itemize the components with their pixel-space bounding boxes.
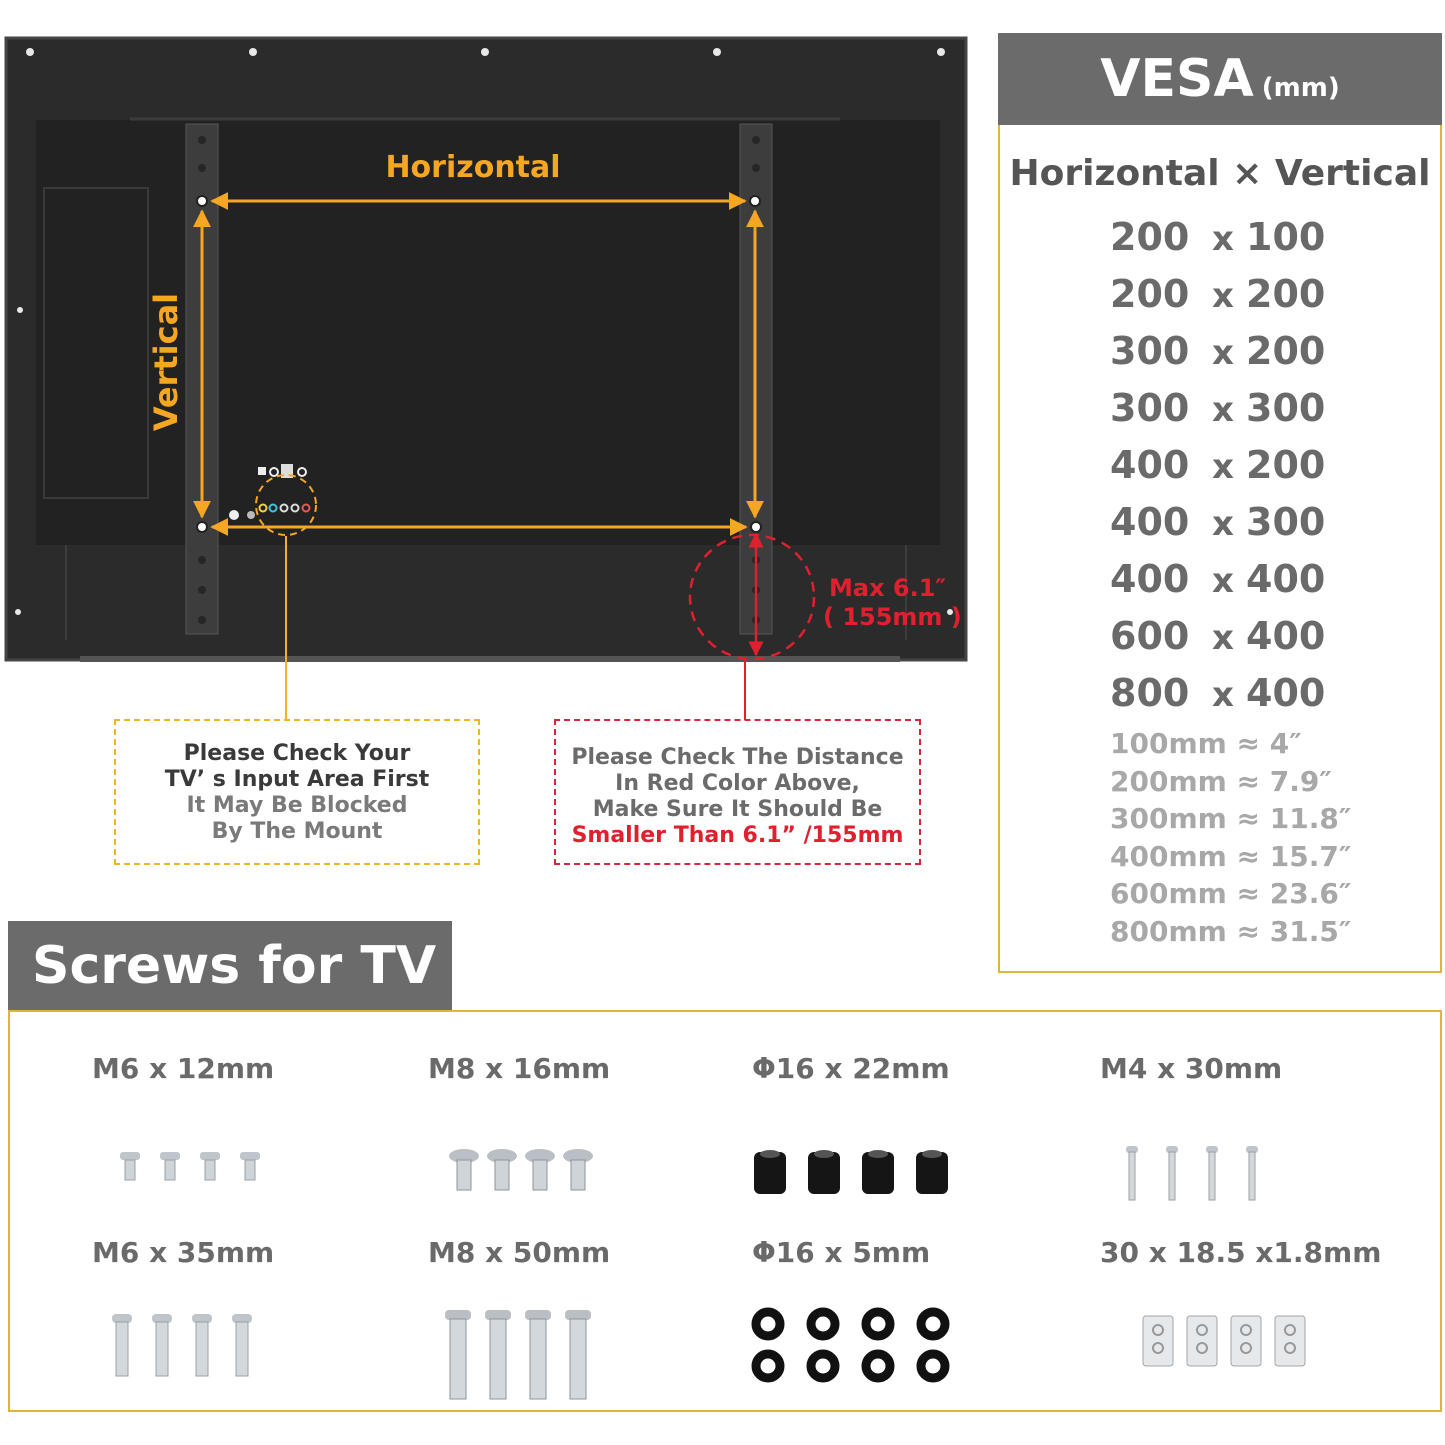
- input-callout-line2: TV’ s Input Area First: [164, 767, 430, 792]
- screw-label: Φ16 x 22mm: [752, 1052, 950, 1085]
- distance-callout-line4: Smaller Than 6.1” /155mm: [571, 823, 904, 848]
- max-distance-mm: ( 155mm ): [823, 603, 962, 631]
- vesa-separator: x: [1212, 618, 1234, 658]
- distance-callout: Please Check The Distance In Red Color A…: [554, 719, 921, 865]
- mm-inch-conversion: 400mm ≈ 15.7″: [1110, 839, 1352, 873]
- vesa-separator: x: [1212, 675, 1234, 715]
- vesa-size-row: 600 x 400: [1110, 614, 1410, 658]
- extra-long-screw-icon: [445, 1310, 591, 1400]
- input-callout-line3: It May Be Blocked: [186, 793, 408, 818]
- vesa-horizontal: 400: [1110, 557, 1190, 601]
- screw-label: M6 x 35mm: [92, 1236, 275, 1269]
- distance-callout-line2: In Red Color Above,: [615, 771, 860, 796]
- mm-inch-conversion: 600mm ≈ 23.6″: [1110, 877, 1352, 910]
- vesa-size-row: 400 x 400: [1110, 557, 1410, 601]
- input-area-callout: Please Check Your TV’ s Input Area First…: [114, 719, 480, 865]
- screw-label: 30 x 18.5 x1.8mm: [1100, 1236, 1382, 1269]
- screws-header: Screws for TV: [8, 921, 452, 1011]
- vesa-horizontal: 200: [1110, 272, 1190, 316]
- max-distance-label: Max 6.1″: [829, 574, 946, 602]
- input-callout-line1: Please Check Your: [183, 741, 411, 766]
- vesa-vertical: 400: [1246, 557, 1326, 601]
- vesa-separator: x: [1212, 276, 1234, 316]
- vesa-horizontal: 200: [1110, 215, 1190, 259]
- screw-label: M6 x 12mm: [92, 1052, 275, 1085]
- vertical-label: Vertical: [147, 293, 185, 431]
- thin-long-screw-icon: [1126, 1146, 1258, 1201]
- vesa-horizontal: 400: [1110, 500, 1190, 544]
- vesa-vertical: 100: [1246, 215, 1326, 259]
- vesa-size-row: 200 x 200: [1110, 272, 1410, 316]
- distance-callout-line3: Make Sure It Should Be: [592, 797, 883, 822]
- mm-inch-conversion: 100mm ≈ 4″: [1110, 727, 1302, 760]
- tv-back-diagram: Horizontal Vertical Max 6.1″ ( 155mm ): [4, 36, 968, 720]
- mm-inch-conversion: 200mm ≈ 7.9″: [1110, 764, 1332, 798]
- vesa-vertical: 300: [1246, 386, 1326, 430]
- vesa-size-row: 300 x 300: [1110, 386, 1410, 430]
- vesa-vertical: 400: [1246, 671, 1326, 715]
- screw-label: Φ16 x 5mm: [752, 1236, 931, 1269]
- vesa-separator: x: [1212, 504, 1234, 544]
- vesa-vertical: 400: [1246, 614, 1326, 658]
- vesa-separator: x: [1212, 333, 1234, 373]
- washer-icon: [751, 1307, 950, 1383]
- mm-inch-conversion: 800mm ≈ 31.5″: [1110, 914, 1352, 948]
- horizontal-label: Horizontal: [385, 150, 560, 185]
- plate-washer-icon: [1142, 1315, 1306, 1367]
- vesa-column-header: Horizontal × Vertical: [1009, 153, 1431, 194]
- vesa-separator: x: [1212, 561, 1234, 601]
- long-screw-icon: [112, 1314, 252, 1377]
- vesa-size-row: 200 x 100: [1110, 215, 1410, 259]
- vesa-size-row: 400 x 300: [1110, 500, 1410, 544]
- screw-label: M4 x 30mm: [1100, 1052, 1283, 1085]
- mm-inch-conversion: 300mm ≈ 11.8″: [1110, 802, 1352, 835]
- vesa-size-row: 300 x 200: [1110, 329, 1410, 373]
- screw-label: M8 x 16mm: [428, 1052, 611, 1085]
- vesa-vertical: 300: [1246, 500, 1326, 544]
- thick-screw-icon: [449, 1149, 593, 1191]
- vesa-size-row: 800 x 400: [1110, 671, 1410, 715]
- vesa-horizontal: 600: [1110, 614, 1190, 658]
- screw-label: M8 x 50mm: [428, 1236, 611, 1269]
- vesa-horizontal: 300: [1110, 386, 1190, 430]
- vesa-vertical: 200: [1246, 329, 1326, 373]
- vesa-horizontal: 400: [1110, 443, 1190, 487]
- vesa-size-row: 400 x 200: [1110, 443, 1410, 487]
- vesa-unit: (mm): [1261, 73, 1340, 103]
- input-callout-line4: By The Mount: [211, 819, 383, 844]
- vesa-vertical: 200: [1246, 272, 1326, 316]
- vesa-header: VESA(mm): [998, 33, 1442, 125]
- vesa-separator: x: [1212, 447, 1234, 487]
- frame-screw-dots: [15, 48, 953, 615]
- vesa-horizontal: 300: [1110, 329, 1190, 373]
- vesa-title: VESA: [1100, 49, 1254, 109]
- screws-box: M6 x 12mm M8 x 16mm Φ16 x 22mm M4 x 30mm M6 …: [8, 1010, 1442, 1412]
- vesa-separator: x: [1212, 219, 1234, 259]
- short-screw-icon: [120, 1152, 260, 1181]
- vesa-horizontal: 800: [1110, 671, 1190, 715]
- vesa-vertical: 200: [1246, 443, 1326, 487]
- vesa-separator: x: [1212, 390, 1234, 430]
- distance-callout-line1: Please Check The Distance: [571, 745, 904, 770]
- spacer-icon: [754, 1150, 948, 1194]
- input-ports: [229, 464, 317, 536]
